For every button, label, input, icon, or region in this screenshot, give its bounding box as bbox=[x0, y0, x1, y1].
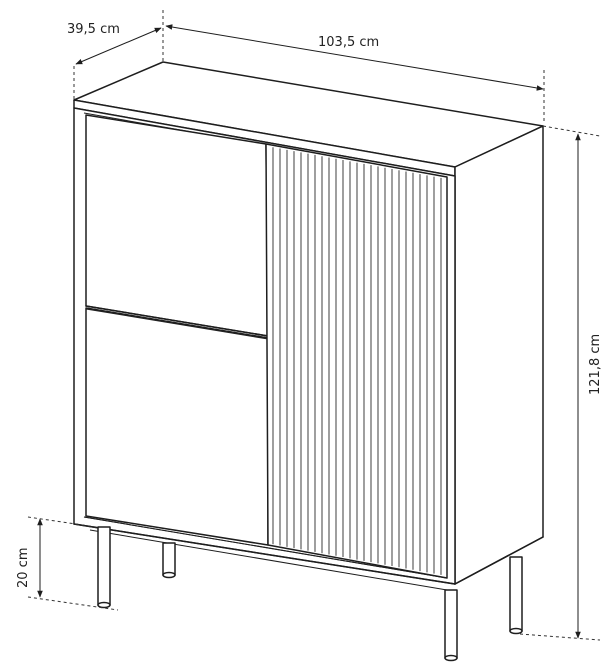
leg-height-label: 20 cm bbox=[16, 548, 31, 589]
leg-height-dimension: 20 cm bbox=[16, 516, 119, 611]
height-label: 121,8 cm bbox=[588, 334, 603, 395]
leg-front-right bbox=[444, 589, 458, 662]
cabinet bbox=[73, 61, 544, 591]
height-dimension: 121,8 cm bbox=[519, 125, 603, 641]
right-fluted-door bbox=[265, 143, 448, 579]
depth-label: 39,5 cm bbox=[67, 22, 120, 37]
left-door-upper-panel bbox=[85, 114, 269, 337]
depth-dimension: 39,5 cm bbox=[67, 10, 164, 100]
cabinet-side-panel bbox=[454, 125, 544, 585]
leg-back-left bbox=[162, 542, 176, 579]
cabinet-legs bbox=[97, 526, 523, 662]
fluted-door-grooves bbox=[272, 147, 442, 575]
cabinet-bottom-rail bbox=[83, 516, 448, 579]
width-label: 103,5 cm bbox=[318, 35, 379, 50]
leg-back-right bbox=[509, 556, 523, 635]
cabinet-bottom-recess bbox=[89, 529, 448, 591]
width-dimension: 103,5 cm bbox=[165, 24, 545, 124]
leg-front-left bbox=[97, 526, 111, 609]
left-door-lower-panel bbox=[85, 307, 269, 546]
